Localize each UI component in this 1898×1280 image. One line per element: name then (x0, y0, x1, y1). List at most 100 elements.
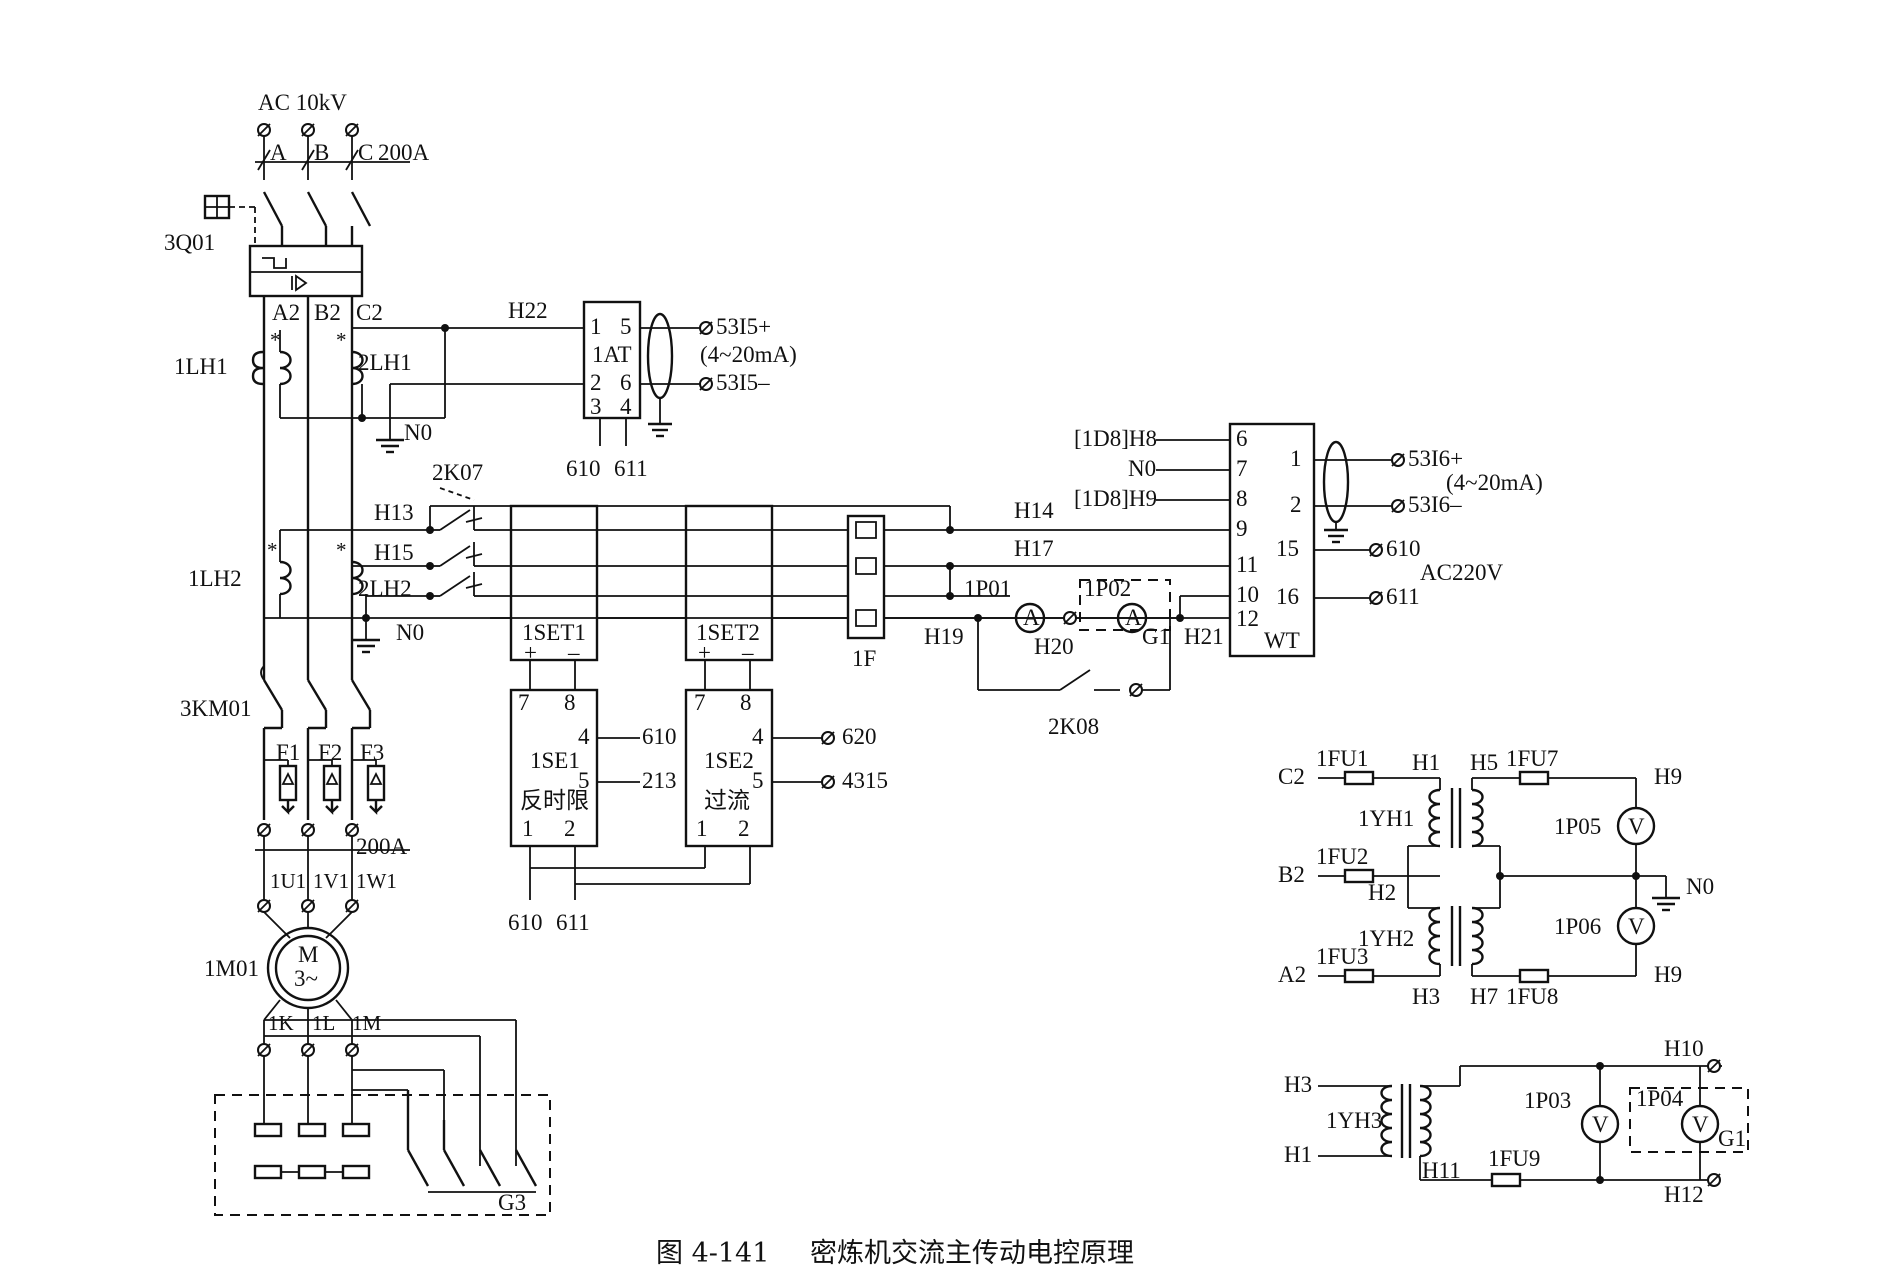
label-se2-name: 1SE2 (704, 748, 754, 773)
label-1set1: 1SET1 (522, 620, 586, 645)
label-1m: 1M (352, 1011, 382, 1035)
label-wt-610: 610 (1386, 536, 1421, 561)
label-wt-p12: 12 (1236, 606, 1259, 631)
label-range-1: (4~20mA) (700, 342, 797, 367)
fuse-f2 (322, 764, 342, 802)
label-b2: B2 (314, 300, 341, 325)
svg-text:*: * (270, 328, 281, 352)
label-wt-name: WT (1264, 628, 1300, 653)
label-se1-p7: 7 (518, 690, 530, 715)
label-at-p2: 2 (590, 370, 602, 395)
label-5315m: 53I5– (716, 370, 770, 395)
label-h15: H15 (374, 540, 414, 565)
sensor-1set2 (684, 504, 774, 662)
label-se2-p1: 1 (696, 816, 708, 841)
label-f1: F1 (276, 740, 300, 765)
label-h21: H21 (1184, 624, 1224, 649)
label-wt-p11: 11 (1236, 552, 1258, 577)
label-1lh2: 1LH2 (188, 566, 242, 591)
label-5316m: 53I6– (1408, 492, 1462, 517)
label-1w1: 1W1 (356, 869, 397, 893)
label-set1-plus: + (524, 640, 537, 665)
label-se1-p5: 5 (578, 768, 590, 793)
label-n0-top: N0 (404, 420, 432, 445)
label-g1-bot: G1 (1718, 1126, 1746, 1151)
label-pt-b2: B2 (1278, 862, 1305, 887)
label-phase-c: C (358, 140, 373, 165)
label-at-p1: 1 (590, 314, 602, 339)
label-pt-h3: H3 (1412, 984, 1440, 1009)
label-wt-p2: 2 (1290, 492, 1302, 517)
label-motor-m: M (298, 942, 318, 967)
label-wt-p10: 10 (1236, 582, 1259, 607)
label-2k07: 2K07 (432, 460, 483, 485)
label-wt-p16: 16 (1276, 584, 1299, 609)
label-g1-mid: G1 (1142, 624, 1170, 649)
label-at-611: 611 (614, 456, 648, 481)
label-1fu7: 1FU7 (1506, 746, 1558, 771)
label-a2: A2 (272, 300, 300, 325)
main-power-circuit: * * * * (203, 123, 1180, 1216)
label-wt-p6: 6 (1236, 426, 1248, 451)
label-vm-h3: H3 (1284, 1072, 1312, 1097)
meter-a-1: A (1023, 605, 1040, 630)
label-1fu8: 1FU8 (1506, 984, 1558, 1009)
label-5316p: 53I6+ (1408, 446, 1463, 471)
label-pt-h9b: H9 (1654, 962, 1682, 987)
label-motor-phase: 3~ (294, 966, 318, 991)
label-se2-p8: 8 (740, 690, 752, 715)
label-ac220v: AC220V (1420, 560, 1503, 585)
label-3q01: 3Q01 (164, 230, 215, 255)
label-1p04: 1P04 (1636, 1086, 1684, 1111)
label-se2-p2: 2 (738, 816, 750, 841)
svg-text:*: * (336, 538, 347, 562)
fuse-f3 (366, 764, 386, 802)
label-pt-c2: C2 (1278, 764, 1305, 789)
meter-v-4: V (1692, 1112, 1709, 1137)
label-se2-desc: 过流 (704, 788, 750, 813)
yh3-circuit (1318, 1059, 1749, 1188)
relay-1se1 (509, 688, 599, 848)
label-1u1: 1U1 (270, 869, 306, 893)
breaker-3q01 (248, 244, 364, 298)
label-at-name: 1AT (592, 342, 632, 367)
label-h22: H22 (508, 298, 548, 323)
label-se2-4315: 4315 (842, 768, 888, 793)
label-se2-p7: 7 (694, 690, 706, 715)
label-1set2: 1SET2 (696, 620, 760, 645)
label-pt-h1: H1 (1412, 750, 1440, 775)
label-at-p5: 5 (620, 314, 632, 339)
label-se1-p8: 8 (564, 690, 576, 715)
label-1fu9: 1FU9 (1488, 1146, 1540, 1171)
label-phase-b: B (314, 140, 329, 165)
ammeter-1p02 (1116, 602, 1148, 634)
label-f3: F3 (360, 740, 384, 765)
label-2k08: 2K08 (1048, 714, 1099, 739)
transducer-1at (582, 300, 713, 446)
label-5315p: 53I5+ (716, 314, 771, 339)
label-set1-minus: – (567, 640, 580, 665)
label-bot-610: 610 (508, 910, 543, 935)
label-set2-minus: – (741, 640, 754, 665)
fuse-f1 (278, 764, 298, 802)
label-1yh1: 1YH1 (1358, 806, 1414, 831)
label-c2: C2 (356, 300, 383, 325)
label-2lh1: 2LH1 (358, 350, 412, 375)
label-n0-mid: N0 (396, 620, 424, 645)
label-wt-p1: 1 (1290, 446, 1302, 471)
motor-1m01 (274, 934, 342, 1002)
label-phase-a: A (270, 140, 287, 165)
label-1v1: 1V1 (313, 869, 349, 893)
label-pt-h7: H7 (1470, 984, 1498, 1009)
label-1lh1: 1LH1 (174, 354, 228, 379)
label-1k: 1K (268, 1011, 294, 1035)
label-at-610: 610 (566, 456, 601, 481)
label-1p01: 1P01 (964, 576, 1011, 601)
meter-a-2: A (1125, 605, 1142, 630)
label-range-2: (4~20mA) (1446, 470, 1543, 495)
label-at-p3: 3 (590, 394, 602, 419)
label-1f: 1F (852, 646, 876, 671)
label-2lh2: 2LH2 (358, 576, 412, 601)
label-h12: H12 (1664, 1182, 1704, 1207)
